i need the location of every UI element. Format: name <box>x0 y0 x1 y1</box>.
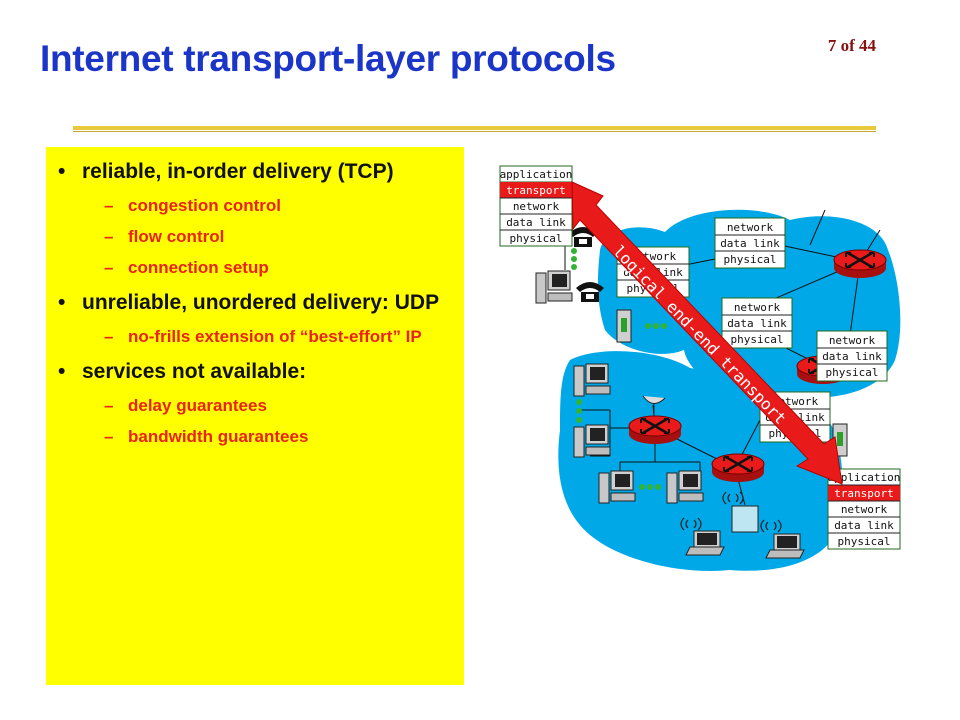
stack-layer-label: network <box>734 301 781 314</box>
stack-layer-label: network <box>513 200 560 213</box>
slide-number: 7 of 44 <box>827 36 876 55</box>
desktop-computer-icon <box>535 270 573 304</box>
desktop-computer-icon <box>573 424 611 458</box>
sub-item: bandwidth guarantees <box>82 427 458 447</box>
sub-item: delay guarantees <box>82 396 458 416</box>
stack-layer-label: physical <box>731 333 784 346</box>
stack-layer-label: network <box>727 221 774 234</box>
title-divider-shadow <box>73 131 876 132</box>
stack-layer-label: transport <box>506 184 566 197</box>
stack-layer-label: data link <box>822 350 882 363</box>
bullet-udp: unreliable, unordered delivery: UDP no-f… <box>58 289 458 347</box>
bullet-text: services not available: <box>82 360 307 383</box>
desktop-computer-icon <box>666 470 704 504</box>
router-icon <box>832 248 888 280</box>
base-station-icon <box>731 505 759 533</box>
stack-layer-label: data link <box>727 317 787 330</box>
stack-layer-label: network <box>829 334 876 347</box>
router-icon <box>710 452 766 484</box>
bullet-not-available: services not available: delay guarantees… <box>58 358 458 447</box>
sub-item: connection setup <box>82 258 458 278</box>
stack-layer-label: data link <box>834 519 894 532</box>
router-stack-4: network data link physical <box>816 330 888 382</box>
bullet-list: reliable, in-order delivery (TCP) conges… <box>58 152 458 458</box>
sub-list: congestion control flow control connecti… <box>82 196 458 278</box>
stack-layer-label: physical <box>838 535 891 548</box>
sub-item: no-frills extension of “best-effort” IP <box>82 327 458 347</box>
sub-item: congestion control <box>82 196 458 216</box>
stack-layer-label: data link <box>720 237 780 250</box>
stack-layer-label: application <box>828 471 901 484</box>
stack-layer-label: physical <box>826 366 879 379</box>
stack-layer-label: data link <box>506 216 566 229</box>
slide-title: Internet transport-layer protocols <box>40 38 616 79</box>
host-stack-source: application transport network data link … <box>499 165 573 247</box>
desktop-computer-icon <box>573 363 611 397</box>
title-divider <box>73 126 876 130</box>
satellite-dish-icon <box>642 395 666 416</box>
bullet-tcp: reliable, in-order delivery (TCP) conges… <box>58 158 458 278</box>
stack-layer-label: physical <box>724 253 777 266</box>
stack-layer-label: transport <box>834 487 894 500</box>
bullet-text: unreliable, unordered delivery: UDP <box>82 291 440 314</box>
stack-layer-label: network <box>841 503 888 516</box>
dotted-connector <box>571 248 667 490</box>
desktop-computer-icon <box>598 470 636 504</box>
router-icon <box>627 414 683 446</box>
sub-list: no-frills extension of “best-effort” IP <box>82 327 458 347</box>
bullet-text: reliable, in-order delivery (TCP) <box>82 160 394 183</box>
sub-item: flow control <box>82 227 458 247</box>
router-stack-2: network data link physical <box>714 217 786 269</box>
stack-layer-label: physical <box>510 232 563 245</box>
server-icon <box>616 309 632 343</box>
host-stack-destination: application transport network data link … <box>827 468 901 550</box>
stack-layer-label: application <box>500 168 573 181</box>
router-stack-3: network data link physical <box>721 297 793 349</box>
sub-list: delay guarantees bandwidth guarantees <box>82 396 458 447</box>
